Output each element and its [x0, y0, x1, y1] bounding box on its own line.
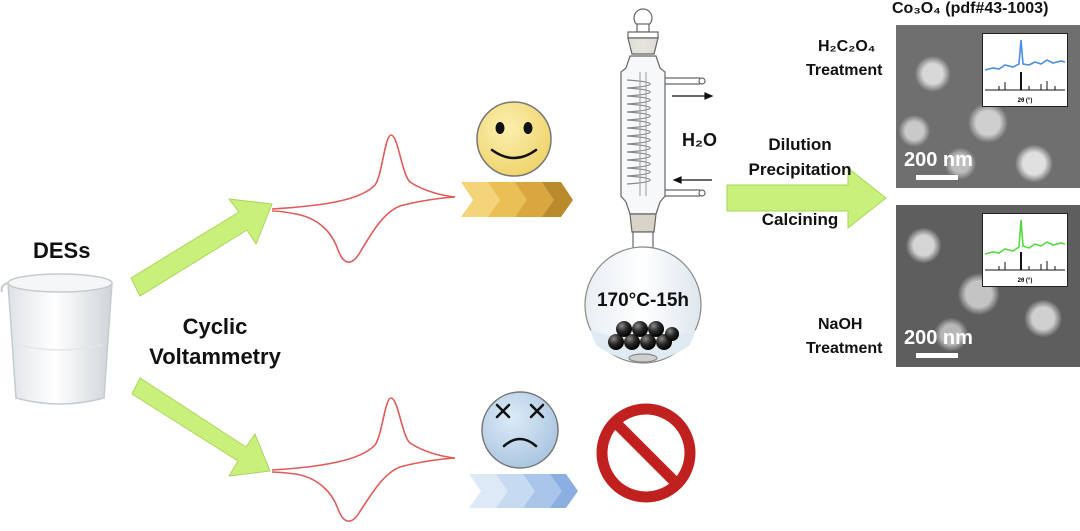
no-entry-icon: [596, 403, 696, 503]
naoh-treatment-label: Treatment: [806, 340, 883, 357]
arrow-up-to-cv: [130, 198, 273, 297]
oxalic-treatment-label: Treatment: [806, 62, 883, 79]
beaker-icon: [0, 273, 113, 405]
arrow-to-products: [726, 166, 887, 230]
blue-chevrons: [469, 474, 578, 508]
arrow-down-to-cv: [131, 377, 271, 477]
particle-layer: [608, 321, 679, 350]
scale-label-1: 200 nm: [904, 149, 973, 171]
cv-curve-bottom: [271, 397, 456, 522]
step-precipitation: Precipitation: [748, 160, 852, 179]
cv-label-line1: Cyclic: [182, 314, 248, 339]
xrd-axis-label-2: 2θ (°): [1017, 278, 1033, 284]
des-label: DESs: [33, 238, 91, 263]
gold-chevrons: [461, 182, 573, 217]
water-label: H₂O: [682, 130, 717, 150]
naoh-label: NaOH: [818, 316, 863, 333]
xrd-inset-blue: 2θ (°): [982, 33, 1068, 107]
sem-image-naoh: 2θ (°) 200 nm: [896, 205, 1080, 367]
scale-label-2: 200 nm: [904, 327, 973, 349]
sem-image-oxalic: 2θ (°) 200 nm: [896, 25, 1080, 188]
happy-face-icon: [476, 101, 552, 177]
cv-label-line2: Voltammetry: [149, 344, 281, 369]
temperature-label: 170°C-15h: [596, 290, 690, 311]
scale-bar-1: [916, 175, 958, 180]
water-flow-arrows: [672, 92, 714, 184]
oxalic-label: H₂C₂O₄: [818, 38, 876, 55]
scale-bar-2: [916, 353, 958, 358]
sad-face-icon: [481, 391, 559, 469]
xrd-inset-green: 2θ (°): [982, 213, 1068, 287]
xrd-axis-label-1: 2θ (°): [1017, 98, 1033, 104]
step-dilution: Dilution: [768, 135, 832, 154]
step-calcining: Calcining: [761, 210, 839, 229]
product-title: Co₃O₄ (pdf#43-1003): [892, 0, 1049, 17]
cv-curve-top: [271, 134, 456, 263]
